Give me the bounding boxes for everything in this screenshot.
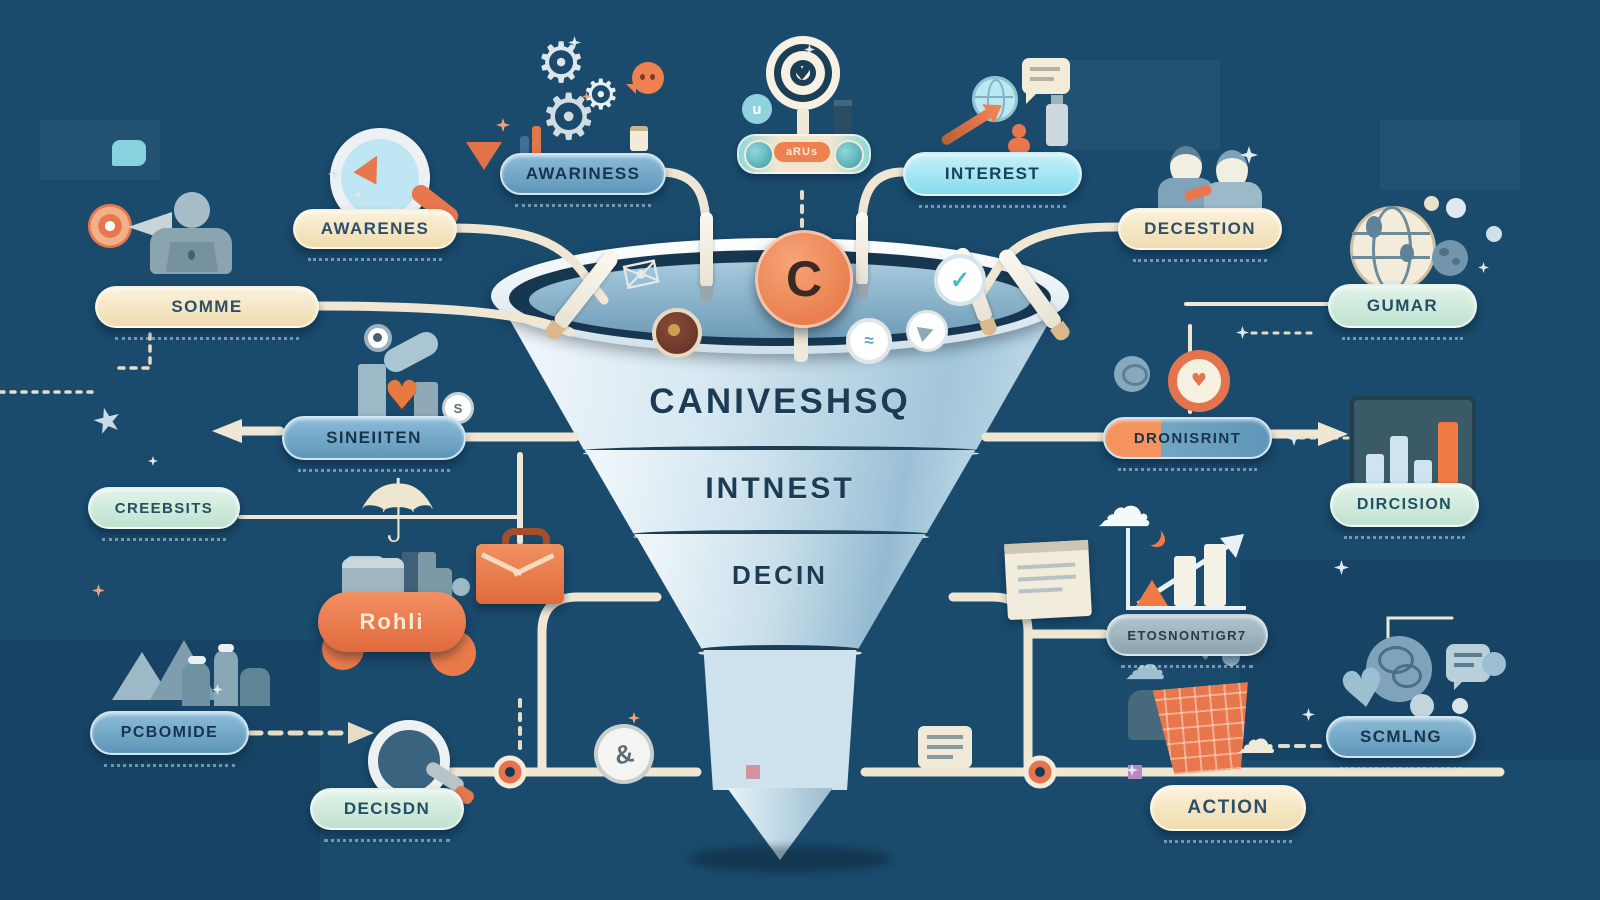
bubble-icon (1482, 652, 1506, 676)
pill-awarenes: AWARENES (293, 209, 457, 261)
gear-icon: ⚙ (540, 81, 598, 155)
check-circle-icon: ✓ (934, 254, 986, 306)
eye-icon (364, 324, 392, 352)
jar-icon (630, 126, 648, 151)
sparkle-icon (582, 92, 591, 101)
person-dot-body (1008, 138, 1030, 154)
control-knob-left (744, 140, 774, 170)
heart-shield-icon: ♥ (384, 373, 420, 419)
bg-patch (1060, 60, 1220, 150)
bar-icon (418, 552, 436, 598)
umbrella-icon: ☂ (358, 460, 437, 563)
control-bar-label: aRUs (774, 142, 830, 162)
funnel-spout (703, 650, 857, 790)
pipe-joint-pink1 (746, 765, 760, 779)
arrowhead-left (212, 419, 242, 443)
pipe-awarenes-funnel (445, 223, 609, 305)
control-knob-right (834, 140, 864, 170)
heart-ring-badge-icon: ♥ (1168, 350, 1230, 412)
bubble-icon (1446, 198, 1466, 218)
orange-triangle-icon (466, 142, 502, 170)
pill-dircision: DIRCISION (1330, 483, 1479, 539)
planet-icon (1432, 240, 1468, 276)
bar-icon (358, 364, 386, 418)
cloud-icon: ☁ (1096, 475, 1152, 540)
waves-coin-icon: ≈ (846, 318, 892, 364)
bottle-icon (1046, 95, 1068, 146)
lollipop-target-icon: ♥ (766, 36, 840, 110)
speech-bubble-orange-icon (626, 62, 664, 94)
bubble-icon (1410, 694, 1434, 718)
pipe-decestion-funnel (971, 222, 1123, 307)
notepad-icon (1004, 539, 1092, 621)
mini-bar-chart-icon (532, 126, 541, 156)
mini-bar-chart-icon (520, 136, 529, 156)
speech-bubble-icon (1022, 58, 1070, 104)
funnel-tier1-label: CANIVESHSQ (649, 382, 911, 421)
chart-monitor-icon (1350, 396, 1476, 494)
gear-icon: ⚙ (582, 70, 620, 119)
planet-blue-icon (1114, 356, 1150, 392)
growth-arrow-head (1220, 534, 1244, 558)
stick-icon (700, 212, 713, 302)
seal-badge-icon (652, 308, 702, 358)
kettle-icon (452, 578, 470, 596)
funnel-tier2 (585, 450, 975, 536)
bubble-icon (1424, 196, 1439, 211)
pipe-funnel-left-down (537, 592, 662, 777)
pill-dronisrint: DRONISRINT (1103, 417, 1272, 471)
bg-patch (1380, 120, 1520, 190)
pill-sineiiten: SINEIITEN (282, 416, 466, 472)
pipe-joint-pink2 (1128, 765, 1142, 779)
sparkle-icon (212, 684, 223, 695)
pill-decestion: DECESTION (1118, 208, 1282, 262)
lollipop-stick (797, 108, 809, 140)
pill-etosnontigrt: ETOSNONTIGR7 (1106, 614, 1268, 668)
sparkle-icon (1478, 262, 1489, 273)
speech-note-icon (918, 726, 972, 768)
pill-decisdn: DECISDN (310, 788, 464, 842)
pill-scmlng: SCMLNG (1326, 716, 1476, 770)
heart-icon: ♥ (793, 61, 811, 85)
paper-plane-icon (906, 310, 948, 352)
cyan-blob-icon (112, 140, 146, 166)
pipe-node-left-hole (505, 767, 515, 777)
pill-creebsits: CREEBSITS (88, 487, 240, 541)
sparkle-icon (804, 44, 815, 55)
pill-awariness: AWARINESS (500, 153, 666, 207)
pipe-interest-funnel (857, 167, 908, 261)
arrowhead-right (1318, 422, 1348, 446)
cloud-cream-icon: ☁ (1236, 717, 1276, 763)
gear-icon: ⚙ (536, 31, 587, 96)
funnel-shadow (688, 846, 892, 872)
refresh-bubble-icon: u (742, 94, 772, 124)
arrowhead-pcbomide (348, 722, 374, 744)
pill-pcbomide: PCBOMIDE (90, 711, 249, 767)
bubble-icon (1452, 698, 1468, 714)
funnel-tier3-label: DECIN (732, 560, 828, 590)
sparkle-icon (354, 190, 363, 199)
heart-icon: ♥ (1335, 656, 1392, 724)
building-icon (834, 100, 852, 140)
pill-somme: SOMME (95, 286, 319, 340)
pipe-somme-funnel (310, 301, 575, 337)
c-badge: C (755, 230, 853, 328)
person-dot-icon (1012, 124, 1026, 138)
pill-interest: INTEREST (903, 152, 1082, 208)
pill-action: ACTION (1150, 785, 1306, 843)
pill-gumar: GUMAR (1328, 284, 1477, 340)
funnel-tier2-label: INTNEST (705, 472, 855, 505)
social-globe-icon (1366, 636, 1432, 702)
pipe-node-right-hole (1035, 767, 1045, 777)
bar-icon (414, 382, 438, 418)
dash-somme (110, 332, 152, 370)
stick-icon (856, 212, 868, 300)
blob-rohli: Rohli (318, 592, 466, 652)
sparkle-icon (148, 456, 158, 466)
bubble-icon (1486, 226, 1502, 242)
